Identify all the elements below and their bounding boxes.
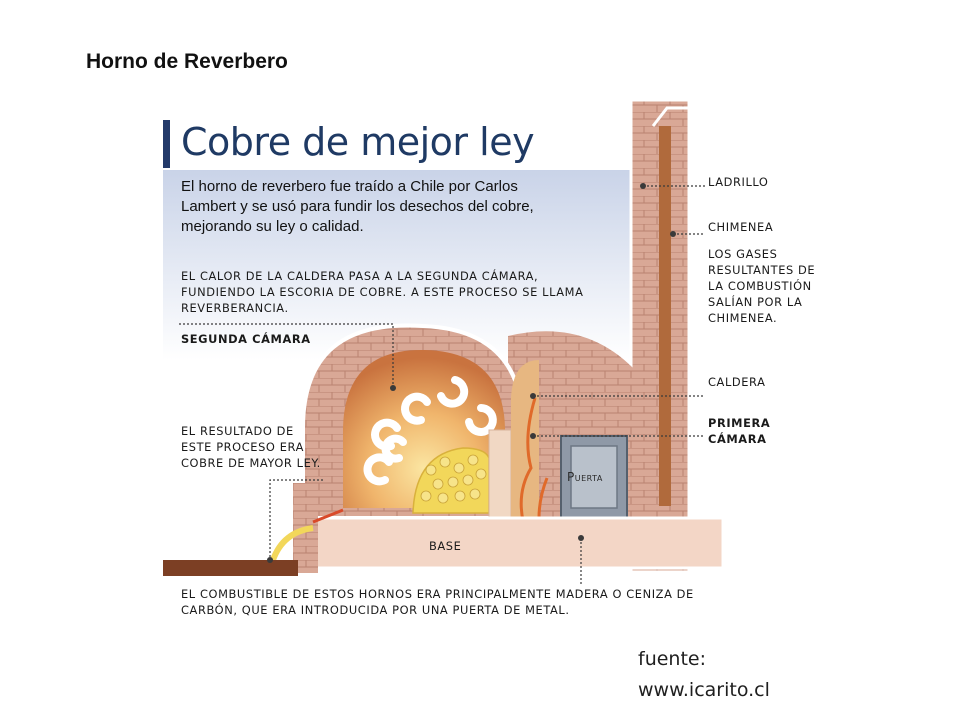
- source-credit: fuente: www.icarito.cl: [638, 644, 770, 706]
- source-label: fuente:: [638, 648, 707, 670]
- figure-heading: Cobre de mejor ley: [181, 120, 535, 164]
- heat-swirls: [363, 376, 497, 486]
- note-fuel: El combustible de estos hornos era princ…: [181, 587, 694, 617]
- accent-bar: [163, 120, 170, 168]
- furnace-base: [301, 516, 725, 570]
- slide-title: Horno de Reverbero: [86, 50, 288, 73]
- label-door: Puerta: [567, 470, 603, 484]
- chimney-flue: [659, 126, 671, 506]
- label-chimney: Chimenea: [708, 220, 774, 234]
- furnace-illustration: [163, 98, 725, 584]
- label-base: Base: [429, 539, 462, 553]
- copper-outflow: [270, 525, 314, 562]
- figure-lead-text: El horno de reverbero fue traído a Chile…: [181, 178, 534, 235]
- note-gases: Los gases resultantes de la combustión s…: [708, 247, 816, 325]
- leader-lines: [179, 185, 705, 584]
- label-brick: Ladrillo: [708, 175, 769, 189]
- ground: [163, 560, 298, 576]
- note-result: El resultado de este proceso era cobre d…: [181, 424, 321, 470]
- label-second-chamber: Segunda cámara: [181, 332, 311, 346]
- furnace-diagram: Cobre de mejor ley El horno de reverbero…: [163, 98, 821, 628]
- label-first-chamber: Primera cámara: [708, 416, 771, 446]
- note-reverberation: El calor de la caldera pasa a la segunda…: [181, 269, 584, 315]
- label-boiler: Caldera: [708, 375, 766, 389]
- source-url: www.icarito.cl: [638, 679, 770, 701]
